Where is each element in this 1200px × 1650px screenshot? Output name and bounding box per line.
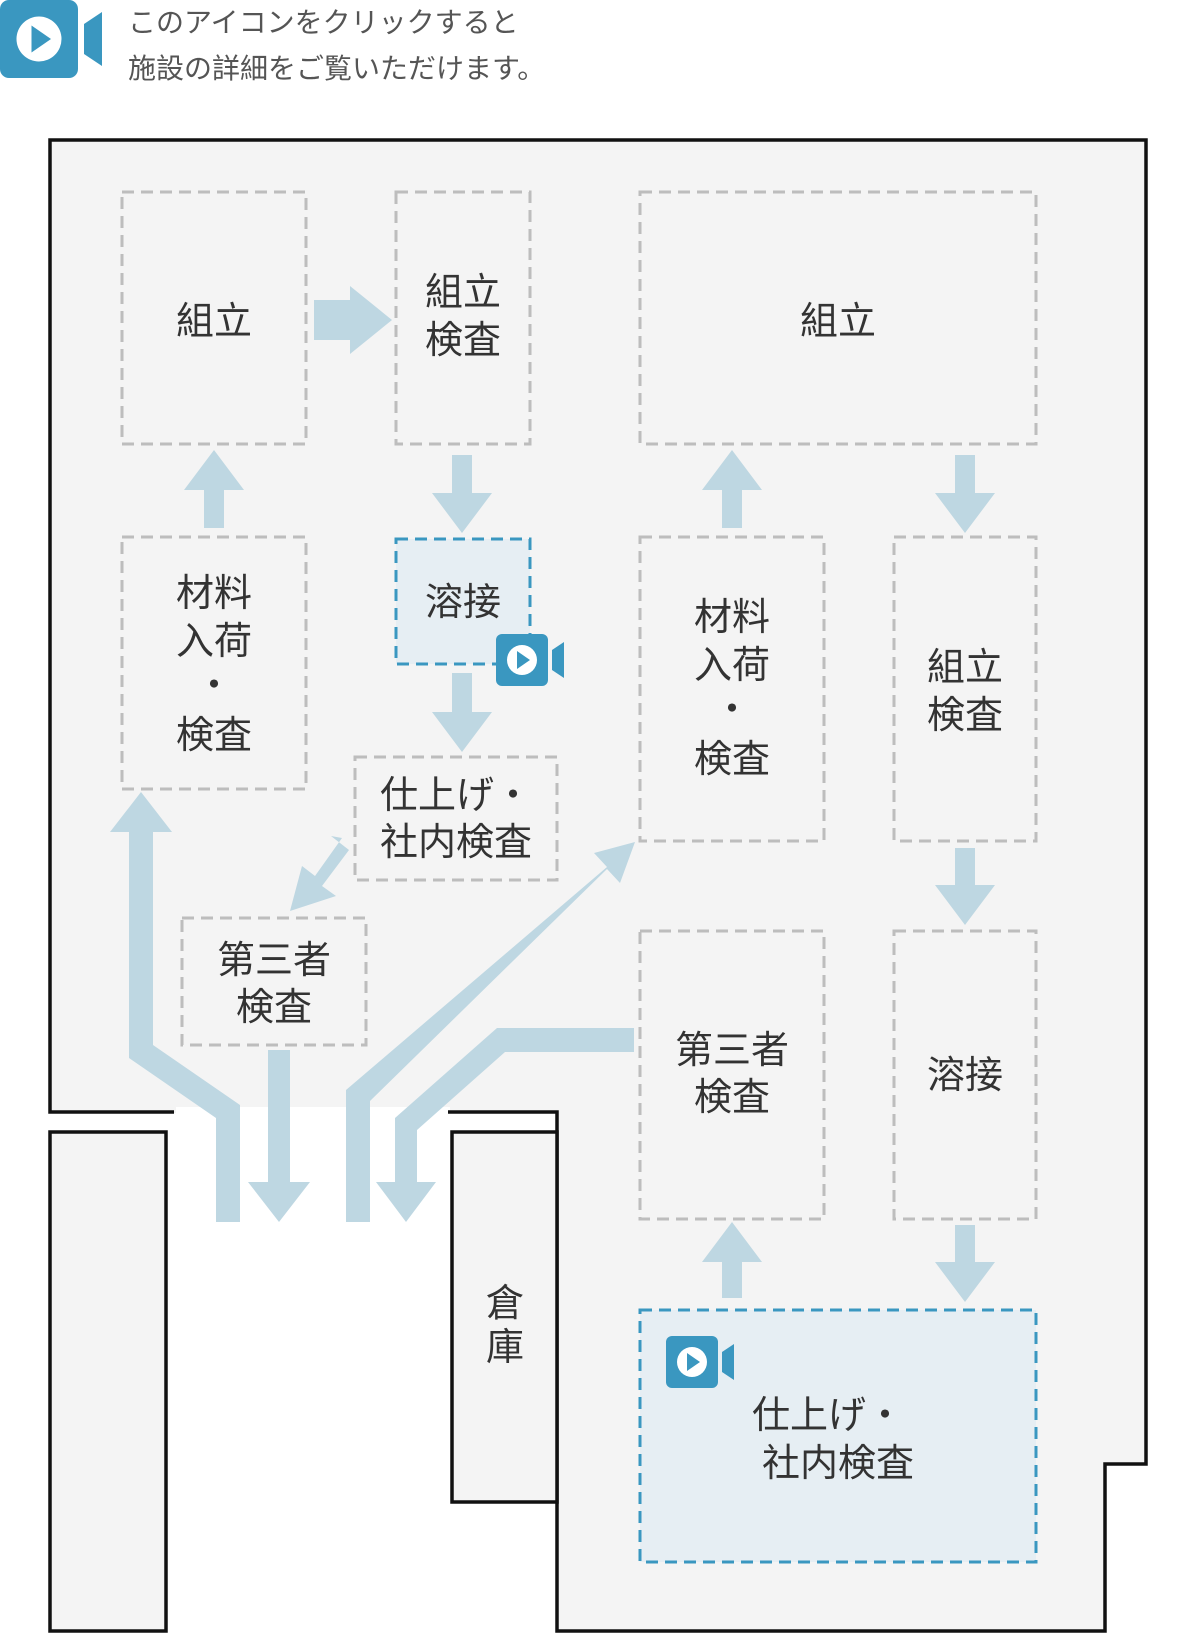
label-finishing-2-b: 社内検査 — [762, 1441, 914, 1485]
legend-video-icon — [0, 0, 102, 78]
arrow-down-4 — [935, 848, 995, 925]
zone-assembly-2 — [638, 190, 1038, 446]
zone-third-party-2 — [638, 929, 826, 1221]
label-assembly-2: 組立 — [800, 299, 876, 343]
label-welding-1: 溶接 — [425, 580, 501, 624]
label-third-party-1-b: 検査 — [236, 985, 312, 1029]
zone-assembly-inspection-1 — [394, 190, 532, 446]
label-materials-1-d: 検査 — [176, 713, 252, 757]
arrow-up-3 — [702, 1222, 762, 1298]
legend-text: このアイコンをクリックすると 施設の詳細をご覧いただけます。 — [128, 0, 728, 92]
zone-third-party-1 — [180, 916, 368, 1047]
label-finishing-1-a: 仕上げ・ — [380, 773, 532, 817]
warehouse-building — [450, 1130, 559, 1504]
label-third-party-1-a: 第三者 — [217, 938, 331, 982]
arrow-down-2 — [432, 673, 492, 752]
label-finishing-1-b: 社内検査 — [380, 820, 532, 864]
arrow-up-1 — [184, 450, 244, 528]
zone-finishing-1 — [353, 755, 559, 882]
label-warehouse-a: 倉 — [486, 1281, 524, 1325]
zone-welding-2 — [892, 929, 1038, 1221]
zone-materials-1 — [120, 535, 308, 791]
arrow-down-5 — [935, 1225, 995, 1302]
zone-assembly-inspection-2 — [892, 535, 1038, 843]
label-third-party-2-a: 第三者 — [675, 1028, 789, 1072]
label-assembly-inspection-1-b: 検査 — [425, 318, 501, 362]
arrow-exit-down-2 — [376, 1028, 634, 1222]
arrow-exit-down-1 — [248, 1050, 310, 1222]
label-materials-2-a: 材料 — [694, 595, 770, 639]
label-assembly-1: 組立 — [176, 299, 252, 343]
label-assembly-inspection-1-a: 組立 — [425, 270, 501, 314]
arrow-up-2 — [702, 450, 762, 528]
left-side-building — [48, 1130, 168, 1633]
zone-materials-2 — [638, 535, 826, 843]
label-assembly-inspection-2-b: 検査 — [927, 693, 1003, 737]
label-materials-2-c: ・ — [713, 687, 751, 731]
main-building-floor — [50, 140, 1146, 1631]
arrow-down-3 — [935, 455, 995, 533]
legend-line-2: 施設の詳細をご覧いただけます。 — [128, 52, 546, 85]
arrow-right-1 — [314, 286, 392, 354]
legend-line-1: このアイコンをクリックすると — [128, 6, 519, 39]
arrow-down-1 — [432, 455, 492, 533]
arrow-diag-1 — [290, 836, 349, 911]
arrow-entrance-up — [110, 792, 240, 1222]
label-materials-1-c: ・ — [195, 663, 233, 707]
label-materials-1-b: 入荷 — [176, 619, 252, 663]
label-finishing-2-a: 仕上げ・ — [752, 1393, 904, 1437]
label-materials-1-a: 材料 — [176, 571, 252, 615]
label-third-party-2-b: 検査 — [694, 1075, 770, 1119]
label-assembly-inspection-2-a: 組立 — [927, 645, 1003, 689]
label-welding-2: 溶接 — [927, 1053, 1003, 1097]
label-warehouse-b: 庫 — [486, 1325, 524, 1369]
label-materials-2-b: 入荷 — [694, 643, 770, 687]
zone-assembly-1 — [120, 190, 308, 446]
flow-arrows — [110, 286, 995, 1302]
label-materials-2-d: 検査 — [694, 737, 770, 781]
